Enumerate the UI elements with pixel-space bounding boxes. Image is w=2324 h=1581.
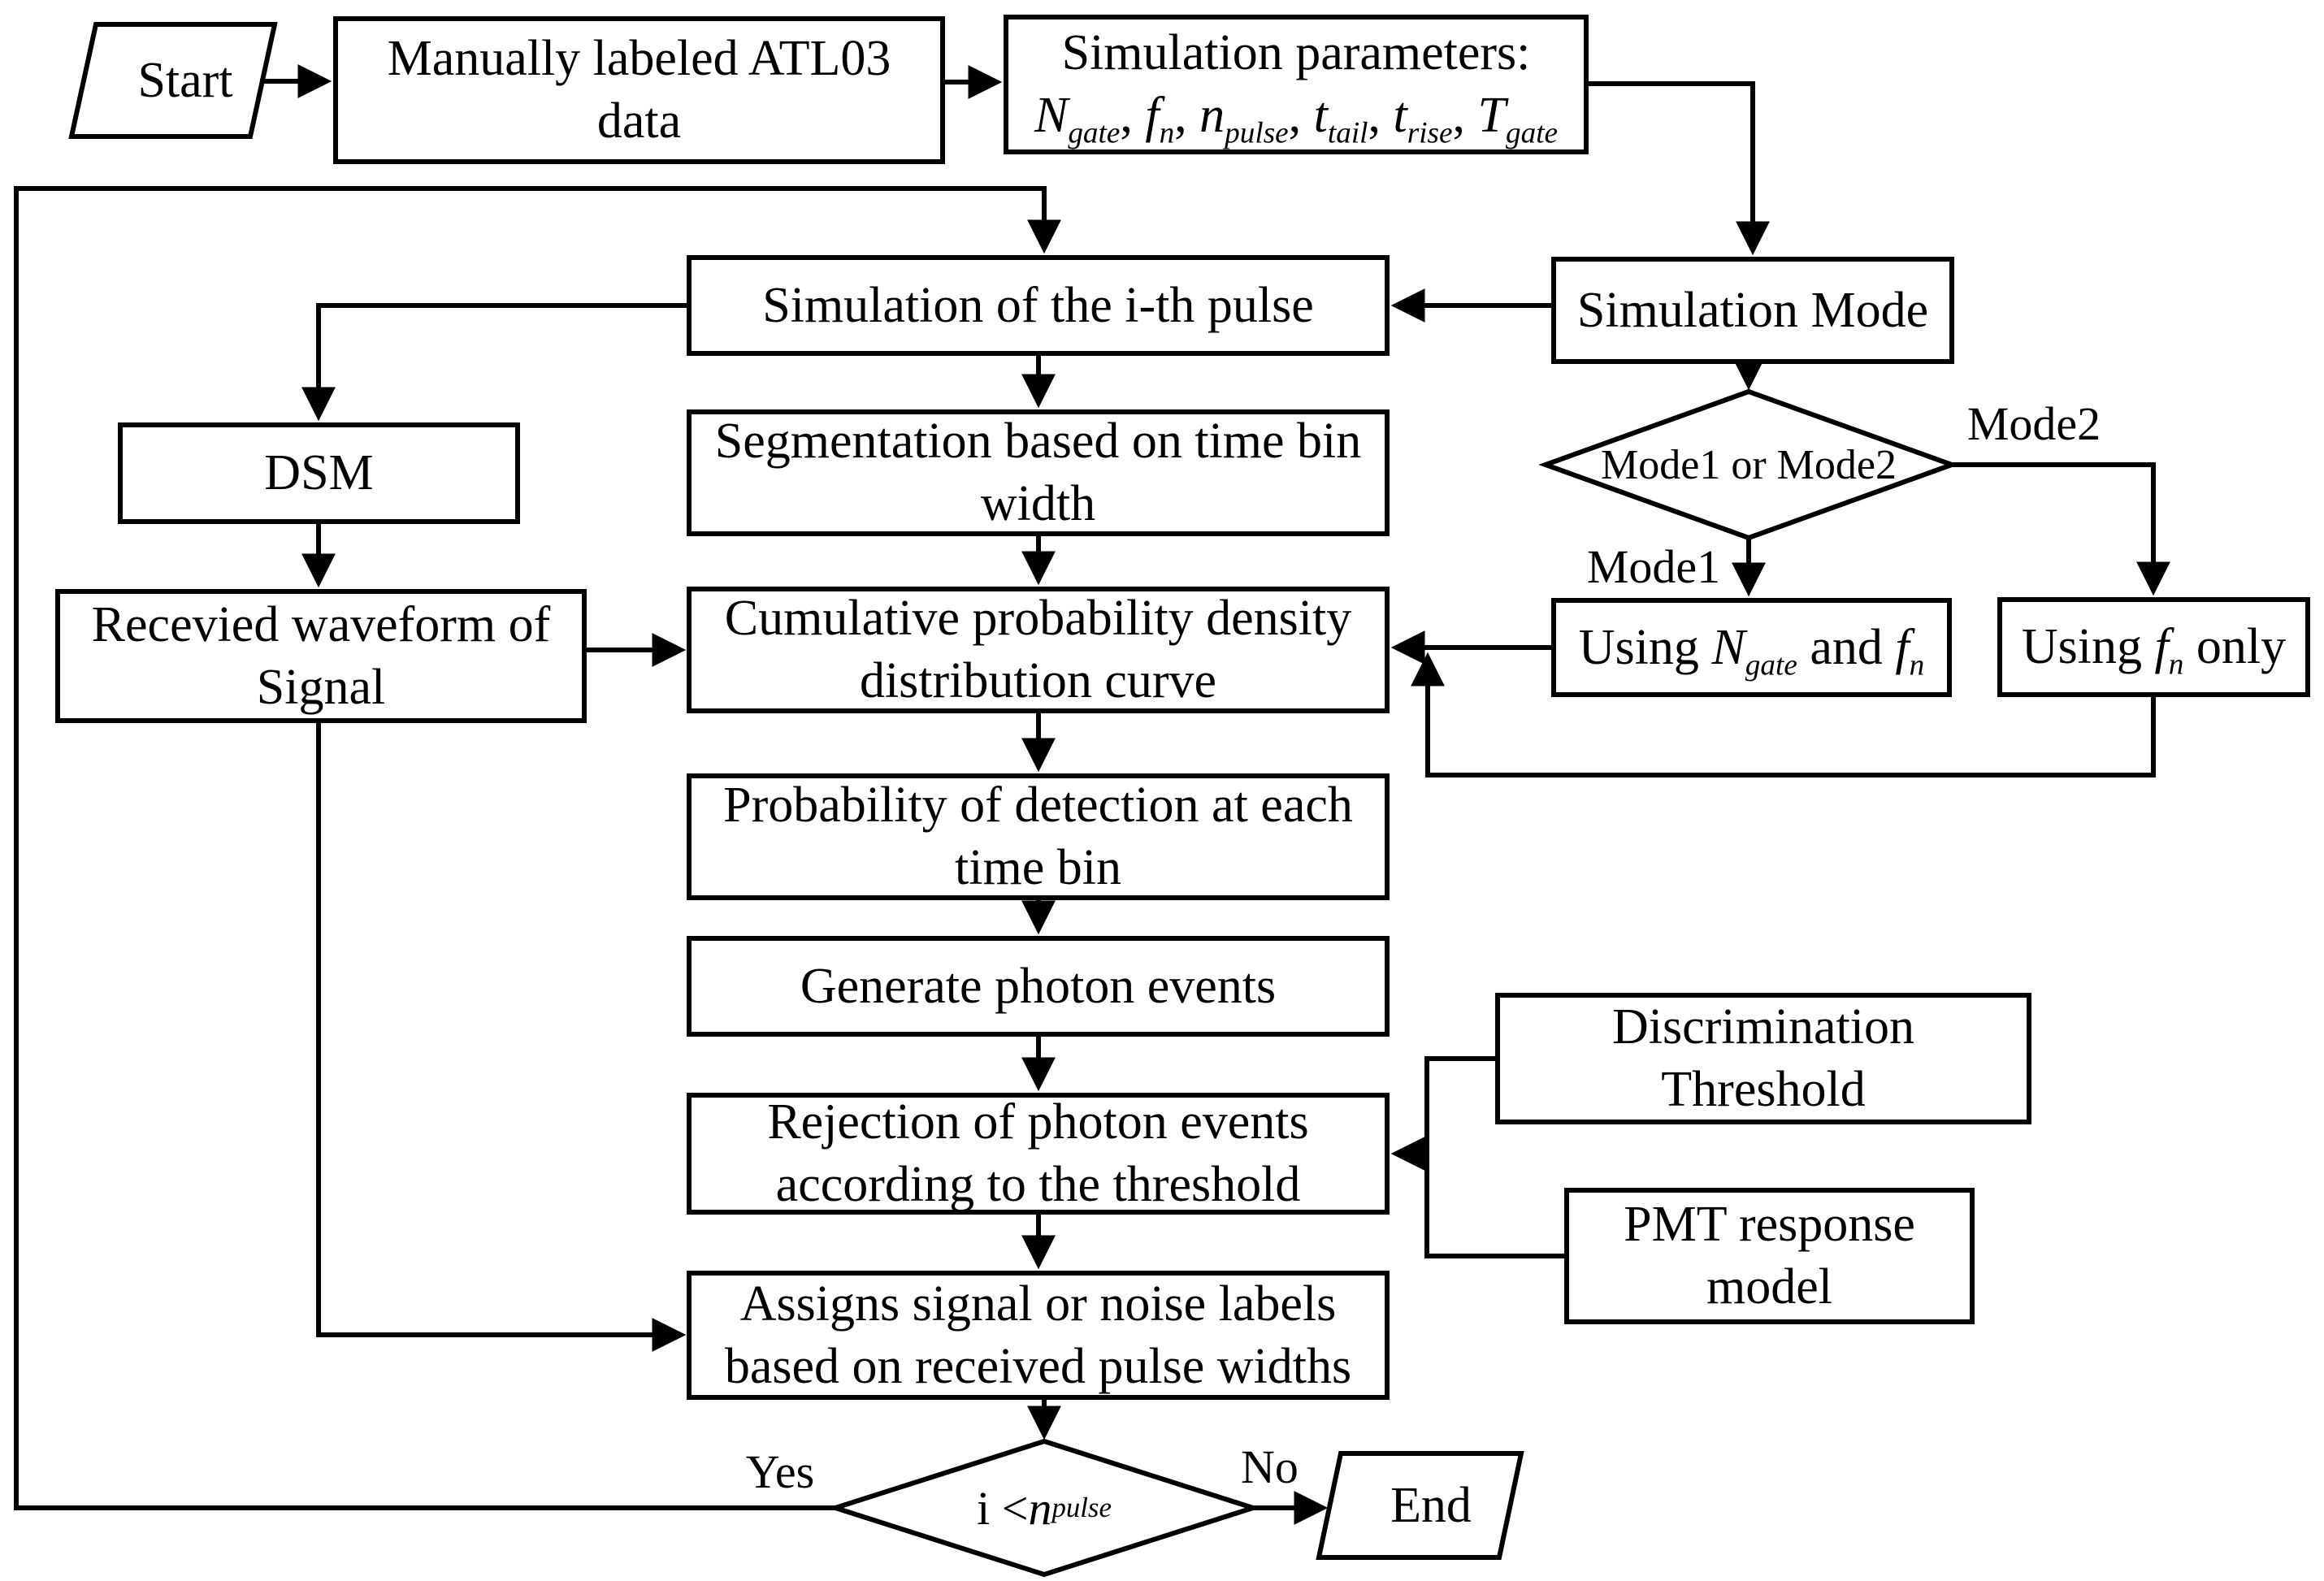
- node-probability-line2: time bin: [955, 840, 1121, 895]
- node-pmt-response-model: PMT response model: [1564, 1188, 1975, 1324]
- node-simulation-of-ith-pulse: Simulation of the i-th pulse: [687, 255, 1390, 356]
- node-dsm-label: DSM: [264, 445, 374, 501]
- node-discrimination-line1: Discrimination: [1612, 999, 1914, 1055]
- node-atl03-line2: data: [596, 93, 682, 149]
- node-rejection-line2: according to the threshold: [775, 1157, 1301, 1212]
- node-manually-labeled-atl03-data: Manually labeled ATL03 data: [333, 16, 945, 164]
- node-pmt-line2: model: [1706, 1259, 1832, 1315]
- node-probability-line1: Probability of detection at each: [723, 778, 1353, 834]
- start-terminator-label: Start: [137, 52, 233, 108]
- node-using-fn-only: Using fn only: [1997, 597, 2310, 697]
- node-segmentation: Segmentation based on time bin width: [687, 409, 1390, 536]
- node-received-waveform: Recevied waveform of Signal: [55, 589, 587, 723]
- edge-received-assigns: [316, 723, 687, 1352]
- node-rejection-of-photon-events: Rejection of photon events according to …: [687, 1093, 1390, 1215]
- edge-label-mode1: Mode1: [1586, 540, 1721, 593]
- node-assigns-line1: Assigns signal or noise labels: [739, 1276, 1337, 1332]
- node-segmentation-line2: width: [980, 476, 1096, 531]
- bracket-threshold-pmt: [1424, 1056, 1564, 1258]
- node-dsm: DSM: [118, 422, 520, 524]
- node-using-ngate-label: Using Ngate and fn: [1578, 619, 1925, 682]
- node-simmode-label: Simulation Mode: [1576, 282, 1929, 338]
- edge-label-no: No: [1241, 1440, 1299, 1493]
- node-cumulative-line2: distribution curve: [859, 653, 1217, 708]
- node-pmt-line1: PMT response: [1624, 1197, 1915, 1253]
- node-segmentation-line1: Segmentation based on time bin: [714, 414, 1362, 470]
- edge-mode2-using-fn: [1952, 462, 2170, 596]
- node-simulation-parameters: Simulation parameters: Ngate, fn, npulse…: [1004, 15, 1589, 154]
- loop-decision-diamond: [827, 1438, 1261, 1578]
- node-discrimination-threshold: Discrimination Threshold: [1495, 993, 2031, 1124]
- node-generate-photon-events: Generate photon events: [687, 936, 1390, 1037]
- edge-pulse-dsm: [301, 303, 687, 422]
- edge-params-simmode: [1589, 81, 1770, 256]
- node-received-line1: Recevied waveform of: [91, 596, 551, 652]
- mode-decision-label: Mode1 or Mode2: [1601, 441, 1897, 488]
- node-assigns-labels: Assigns signal or noise labels based on …: [687, 1271, 1390, 1400]
- node-probability-of-detection: Probability of detection at each time bi…: [687, 773, 1390, 900]
- node-received-line2: Signal: [256, 659, 386, 715]
- node-using-ngate-and-fn: Using Ngate and fn: [1551, 598, 1952, 697]
- node-cumulative-line1: Cumulative probability density: [724, 591, 1352, 647]
- node-atl03-line1: Manually labeled ATL03: [387, 31, 891, 87]
- node-cumulative-probability: Cumulative probability density distribut…: [687, 587, 1390, 713]
- end-terminator-label: End: [1390, 1477, 1472, 1533]
- node-generate-label: Generate photon events: [800, 958, 1277, 1014]
- node-using-fn-label: Using fn only: [2021, 619, 2287, 682]
- edge-label-mode2: Mode2: [1966, 397, 2101, 450]
- node-simulation-mode: Simulation Mode: [1551, 257, 1954, 364]
- edge-loop-yes-back-to-pulse: [14, 186, 1061, 1510]
- edge-using-fn-join: [1411, 652, 2156, 778]
- node-params-line1: Simulation parameters:: [1061, 25, 1531, 81]
- start-terminator-shape: [68, 22, 278, 139]
- node-params-line2: Ngate, fn, npulse, ttail, trise, Tgate: [1034, 88, 1559, 150]
- node-assigns-line2: based on received pulse widths: [724, 1338, 1352, 1394]
- node-pulse-label: Simulation of the i-th pulse: [762, 277, 1314, 333]
- node-rejection-line1: Rejection of photon events: [767, 1094, 1309, 1150]
- node-discrimination-line2: Threshold: [1661, 1062, 1866, 1117]
- edge-label-yes: Yes: [745, 1445, 815, 1498]
